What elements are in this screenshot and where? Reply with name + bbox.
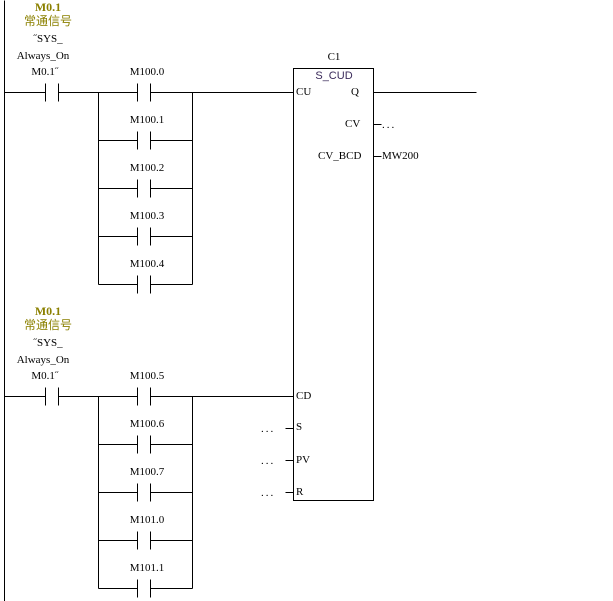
n1-contact-symbol-1: ˝SYS_: [33, 33, 63, 45]
parallel-contact-icon[interactable]: [98, 275, 193, 294]
n2-contact-symbol-3: M0.1˝: [31, 370, 59, 382]
main-contact-icon[interactable]: [4, 83, 99, 102]
parallel-contact-icon[interactable]: [98, 179, 193, 198]
fb-pin-cv-bcd: CV_BCD: [318, 150, 362, 162]
fb-pin-q: Q: [351, 86, 359, 98]
fb-output-cv-bcd-value[interactable]: MW200: [382, 150, 419, 162]
n1-contact-comment: 常通信号: [23, 14, 73, 28]
fb-output-cv-value[interactable]: ...: [382, 119, 397, 131]
n1-contact-label: M100.3: [129, 210, 165, 222]
fb-instance-name: C1: [327, 51, 341, 63]
n2-contact-address: M0.1: [34, 304, 62, 318]
n1-contact-address: M0.1: [34, 0, 62, 14]
n2-contact-label: M100.5: [129, 370, 165, 382]
counter-function-block[interactable]: [293, 68, 374, 501]
n1-contact-label: M100.4: [129, 258, 165, 270]
fb-pin-s: S: [296, 421, 303, 433]
n2-contact-label: M100.7: [129, 466, 165, 478]
fb-input-pv-value[interactable]: ...: [261, 455, 276, 467]
fb-type-name: S_CUD: [315, 70, 353, 82]
main-contact-icon[interactable]: [4, 387, 99, 406]
parallel-contact-icon[interactable]: [98, 483, 193, 502]
parallel-contact-icon[interactable]: [98, 131, 193, 150]
n1-contact-label: M100.1: [129, 114, 165, 126]
n2-contact-comment: 常通信号: [23, 318, 73, 332]
parallel-contact-icon[interactable]: [98, 531, 193, 550]
n2-contact-symbol-2: Always_On: [16, 354, 70, 366]
fb-input-s-value[interactable]: ...: [261, 423, 276, 435]
fb-input-r-value[interactable]: ...: [261, 487, 276, 499]
n2-contact-symbol-1: ˝SYS_: [33, 337, 63, 349]
fb-pin-cv: CV: [345, 118, 361, 130]
parallel-contact-icon[interactable]: [98, 227, 193, 246]
n1-contact-label: M100.0: [129, 66, 165, 78]
n2-contact-label: M101.0: [129, 514, 165, 526]
fb-pin-r: R: [296, 486, 304, 498]
parallel-contact-icon[interactable]: [98, 435, 193, 454]
parallel-contact-icon[interactable]: [98, 83, 193, 102]
n2-contact-label: M101.1: [129, 562, 165, 574]
n1-contact-label: M100.2: [129, 162, 165, 174]
n1-contact-symbol-3: M0.1˝: [31, 66, 59, 78]
fb-pin-cd: CD: [296, 390, 312, 402]
n2-contact-label: M100.6: [129, 418, 165, 430]
parallel-contact-icon[interactable]: [98, 387, 193, 406]
n1-contact-symbol-2: Always_On: [16, 50, 70, 62]
fb-pin-cu: CU: [296, 86, 312, 98]
fb-pin-pv: PV: [296, 454, 311, 466]
parallel-contact-icon[interactable]: [98, 579, 193, 598]
